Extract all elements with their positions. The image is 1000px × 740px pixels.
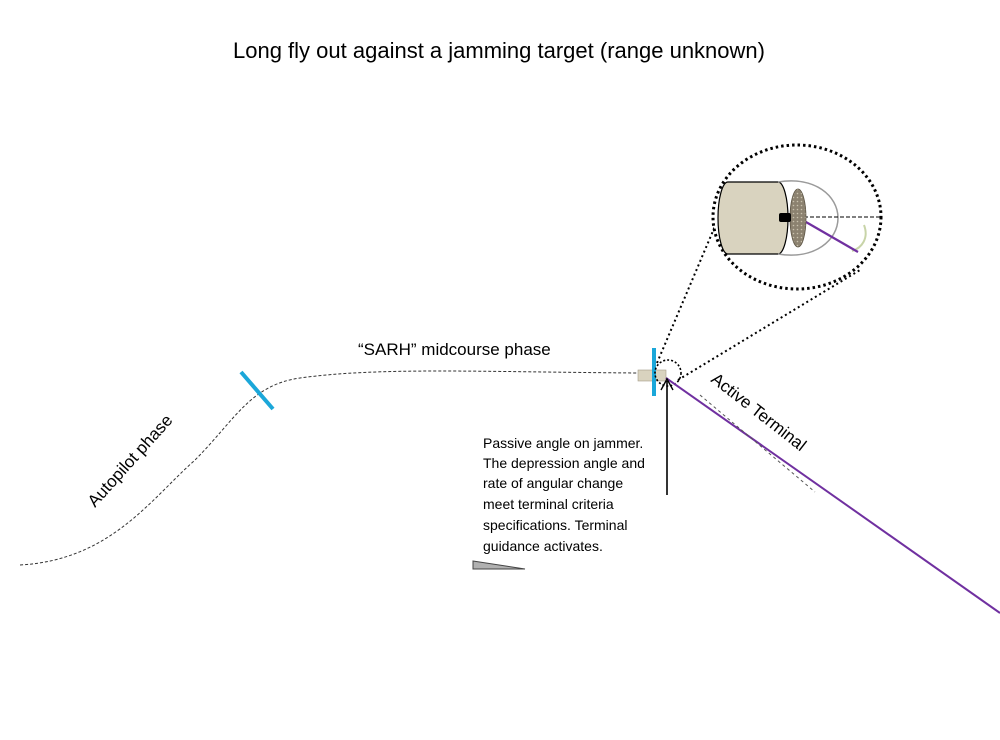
annotation-line: guidance activates. (483, 538, 603, 554)
depression-angle-wedge (472, 560, 526, 570)
seeker-highlight-circle (654, 359, 682, 387)
inset-radome (777, 180, 839, 256)
seeker-zoom-inset (711, 143, 883, 291)
inset-seeker-look-line (798, 217, 859, 253)
zoom-connector-right (677, 269, 861, 381)
phase-marker-autopilot-end (239, 370, 275, 411)
reference-dashed-line (699, 394, 816, 493)
autopilot-phase-label: Autopilot phase (84, 411, 177, 511)
annotation-line: rate of angular change (483, 475, 623, 491)
annotation-line: The depression angle and (483, 455, 645, 471)
annotation-line: Passive angle on jammer. (483, 435, 643, 451)
callout-arrow-head (660, 377, 674, 391)
diagram-title: Long fly out against a jamming target (r… (233, 38, 765, 63)
annotation-text: Passive angle on jammer. The depression … (483, 435, 649, 554)
inset-gimbal-mount (779, 213, 791, 222)
annotation-line: meet terminal criteria (483, 496, 614, 512)
inset-seeker-dish (789, 188, 807, 248)
annotation-line: specifications. Terminal (483, 517, 627, 533)
terminal-trajectory (665, 377, 1000, 614)
inset-missile-body (717, 181, 789, 255)
midcourse-phase-label: “SARH” midcourse phase (358, 340, 551, 359)
